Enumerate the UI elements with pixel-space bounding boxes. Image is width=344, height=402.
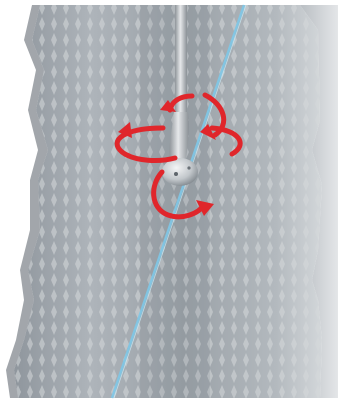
swivel-head xyxy=(162,158,198,186)
borehole-wall xyxy=(6,5,338,398)
